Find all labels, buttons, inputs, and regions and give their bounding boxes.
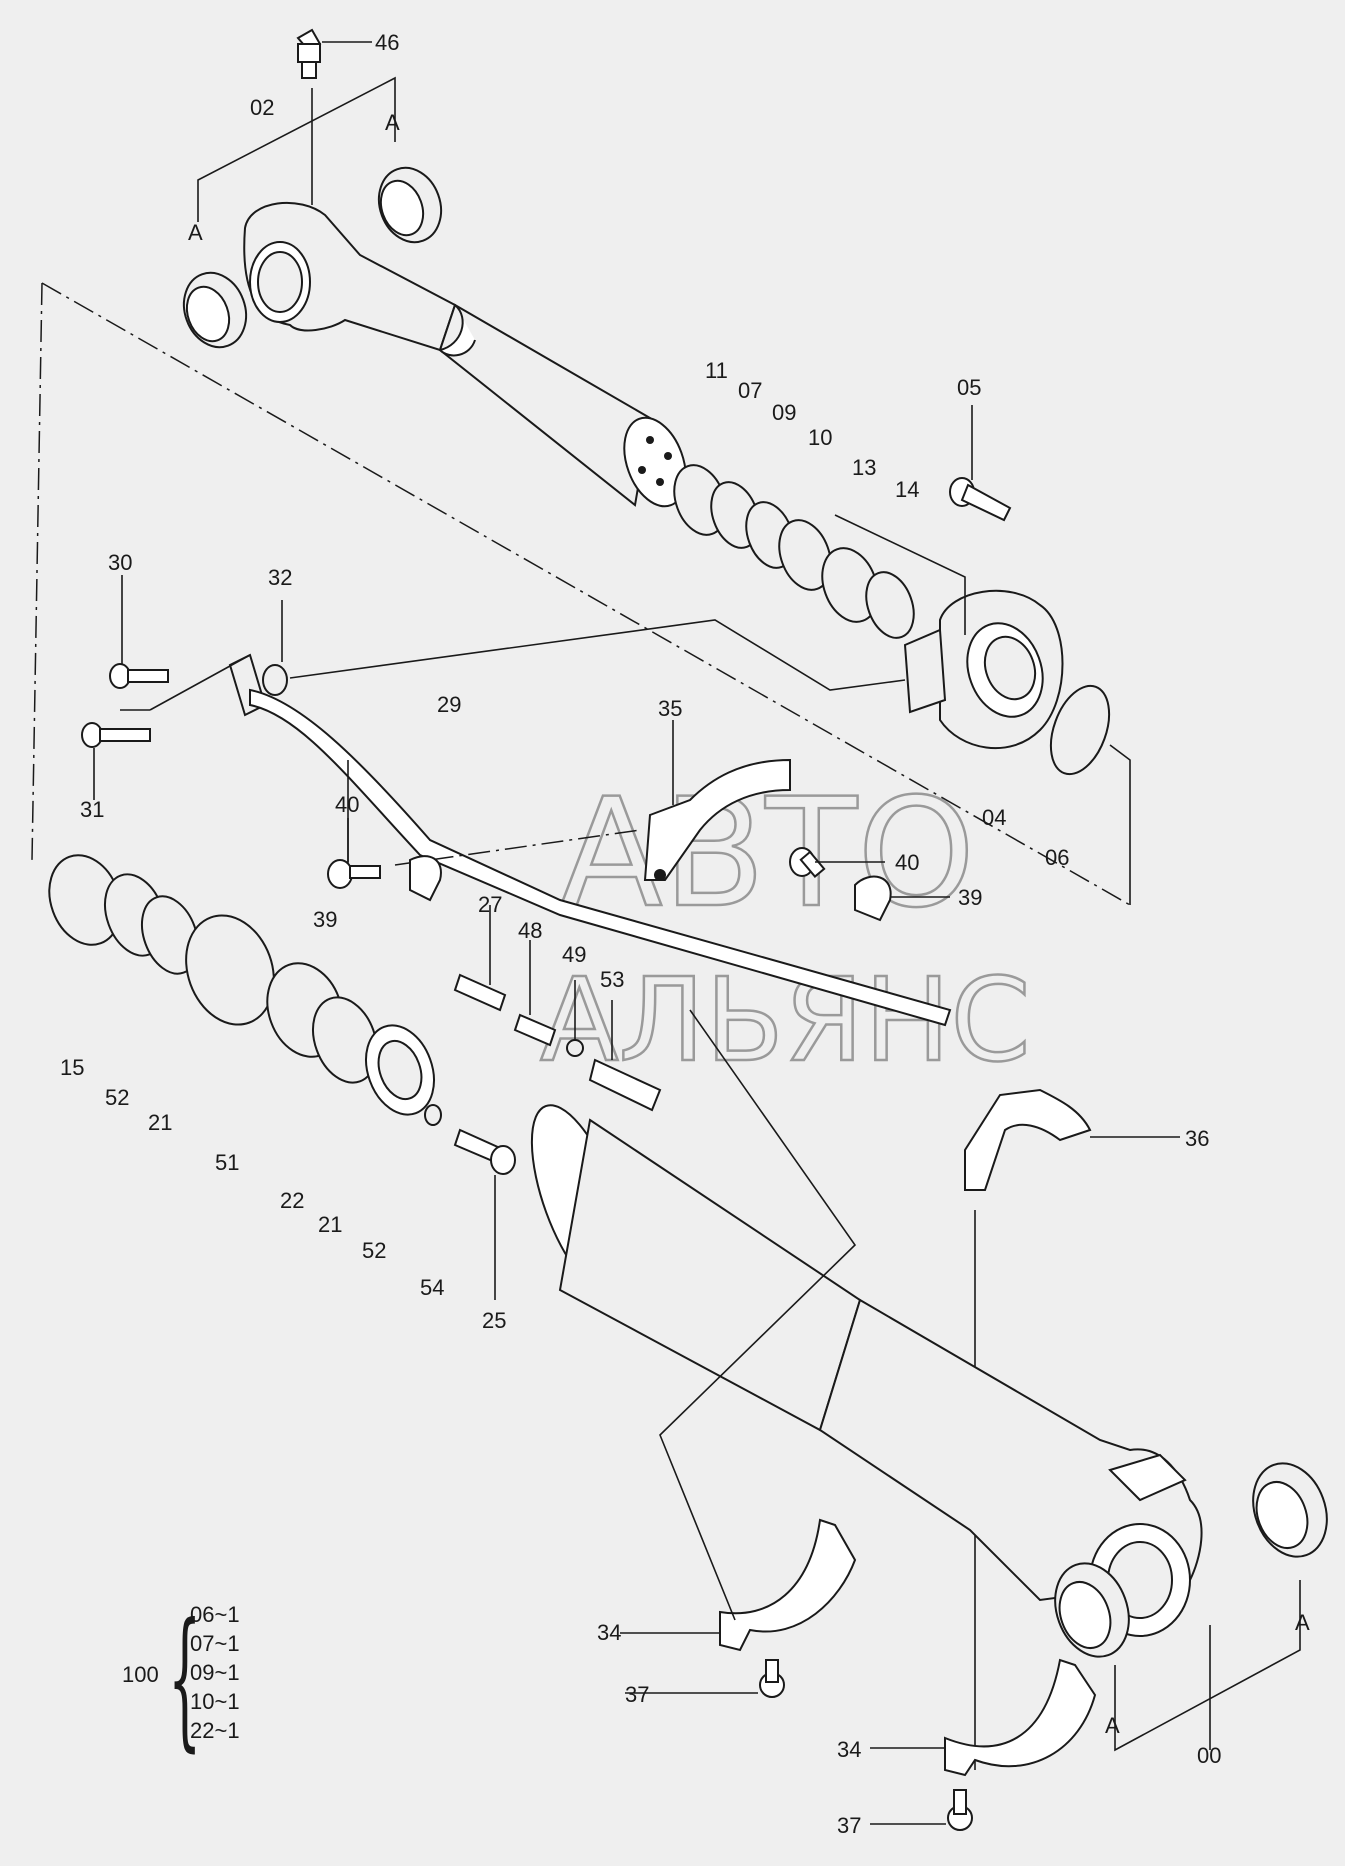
callout-53: 53 (600, 967, 624, 992)
cylinder-head-04 (834, 514, 1064, 750)
callout-29: 29 (437, 692, 461, 717)
callout-51: 51 (215, 1150, 239, 1175)
bolt-31 (81, 722, 151, 800)
o-ring-06 (1049, 684, 1131, 905)
seal-kit-item: 07~1 (190, 1631, 240, 1656)
callout-a-top-right: A (385, 110, 400, 135)
seal-kit-item: 10~1 (190, 1689, 240, 1714)
callout-49: 49 (562, 942, 586, 967)
u-clamp-34-lower (870, 1658, 1097, 1777)
callout-40-right: 40 (895, 850, 919, 875)
spring-27 (453, 905, 507, 1012)
callout-34-upper: 34 (597, 1620, 621, 1645)
callout-04: 04 (982, 805, 1006, 830)
callout-a-bottom-right: A (1295, 1610, 1310, 1635)
seal-kit-items: 06~1 07~1 09~1 10~1 22~1 (190, 1600, 240, 1745)
callout-52-left: 52 (105, 1085, 129, 1110)
seal-kit-item: 22~1 (190, 1718, 240, 1743)
callout-54: 54 (420, 1275, 444, 1300)
callout-31: 31 (80, 797, 104, 822)
callout-00: 00 (1197, 1743, 1221, 1768)
bolt-40-right (789, 847, 885, 878)
bolt-37-lower (870, 1789, 973, 1831)
callout-11: 11 (705, 358, 728, 383)
callout-30: 30 (108, 550, 132, 575)
bushing-a-top-right (377, 166, 443, 244)
callout-06: 06 (1045, 845, 1069, 870)
callout-25: 25 (482, 1308, 506, 1333)
callout-46: 46 (375, 30, 399, 55)
callout-34-lower: 34 (837, 1737, 861, 1762)
bolt-37-upper (625, 1659, 785, 1698)
callout-15: 15 (60, 1055, 84, 1080)
bushing-a-bottom-right (1252, 1462, 1328, 1558)
ball-49 (566, 980, 584, 1057)
callout-05: 05 (957, 375, 981, 400)
callout-02: 02 (250, 95, 274, 120)
callout-39-left: 39 (313, 907, 337, 932)
callout-21-right: 21 (318, 1212, 342, 1237)
clamp-39-right (854, 875, 950, 922)
bolt-30 (109, 575, 169, 689)
callout-40-left: 40 (335, 792, 359, 817)
piston-rod-02 (243, 88, 687, 508)
o-ring-32 (262, 600, 906, 696)
callout-39-right: 39 (958, 885, 982, 910)
watermark-line1: АВТО (560, 767, 975, 941)
callout-27: 27 (478, 892, 502, 917)
bolt-05 (949, 405, 1012, 522)
plug-53 (588, 1000, 662, 1112)
piston-pack (48, 854, 442, 1126)
bushing-a-bottom-left (1054, 1562, 1130, 1658)
callout-22: 22 (280, 1188, 304, 1213)
callout-37-lower: 37 (837, 1813, 861, 1838)
seal-kit-number: 100 (122, 1662, 159, 1687)
callout-48: 48 (518, 918, 542, 943)
pin-48 (513, 940, 557, 1047)
seal-kit-item: 09~1 (190, 1660, 240, 1685)
bolt-40-left (327, 818, 381, 889)
pipe-29 (120, 653, 952, 1027)
callout-labels: 46 02 A A 11 07 09 10 13 14 05 30 32 31 … (60, 30, 1310, 1838)
legend-brace: { (168, 1592, 202, 1766)
callout-35: 35 (658, 696, 682, 721)
grease-nipple-46 (296, 28, 372, 79)
callout-52-right: 52 (362, 1238, 386, 1263)
callout-14: 14 (895, 477, 919, 502)
seal-kit-item: 06~1 (190, 1602, 240, 1627)
callout-13: 13 (852, 455, 876, 480)
callout-a-top-left: A (188, 220, 203, 245)
u-clamp-34-upper (620, 1009, 857, 1652)
assembly-centerlines (31, 282, 1131, 906)
callout-a-bottom-left: A (1105, 1713, 1120, 1738)
callout-36: 36 (1185, 1126, 1209, 1151)
callout-07: 07 (738, 378, 762, 403)
callout-21-left: 21 (148, 1110, 172, 1135)
callout-37-upper: 37 (625, 1682, 649, 1707)
bolt-25 (453, 1128, 516, 1300)
callout-32: 32 (268, 565, 292, 590)
callout-10: 10 (808, 425, 832, 450)
clamp-35 (394, 720, 791, 881)
callout-09: 09 (772, 400, 796, 425)
bushing-a-top-left (182, 271, 248, 349)
rod-seal-rings (673, 464, 915, 639)
